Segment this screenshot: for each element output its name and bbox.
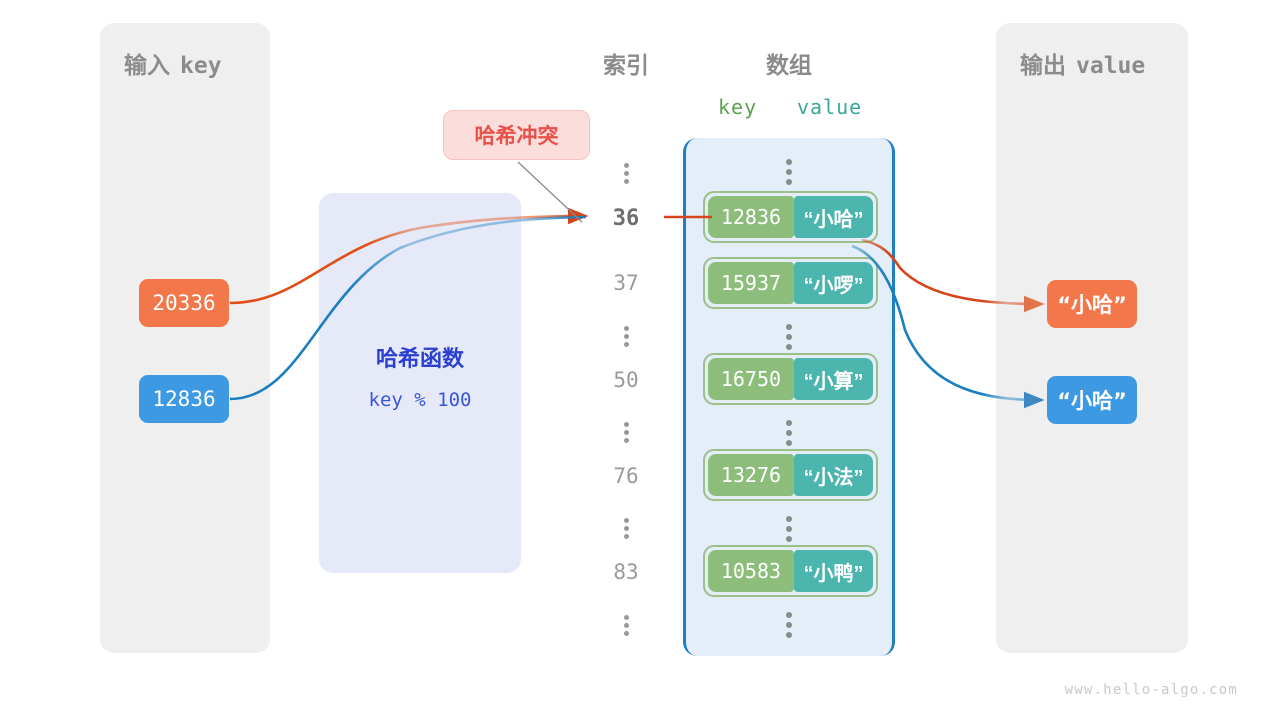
array-entry-key: 12836 <box>708 196 794 238</box>
index-ellipsis-0 <box>592 160 660 187</box>
index-row-37[interactable]: 37 <box>613 271 639 295</box>
array-entry-13276[interactable]: 13276 “小法” <box>703 449 878 501</box>
array-column-header: 数组 <box>766 52 812 78</box>
array-entry-16750[interactable]: 16750 “小算” <box>703 353 878 405</box>
hash-function-box: 哈希函数 key % 100 <box>319 193 521 573</box>
array-entry-value: “小法” <box>793 454 873 496</box>
index-ellipsis-1 <box>592 323 660 350</box>
array-entry-12836[interactable]: 12836 “小哈” <box>703 191 878 243</box>
index-row-36[interactable]: 36 <box>612 206 640 231</box>
array-ellipsis-4 <box>686 608 892 642</box>
index-column-header: 索引 <box>603 52 649 78</box>
output-panel-title-mono: value <box>1076 53 1146 79</box>
index-row-76[interactable]: 76 <box>613 464 639 488</box>
input-panel-title-mono: key <box>180 53 222 79</box>
input-key-20336[interactable]: 20336 <box>139 279 229 327</box>
index-row-50[interactable]: 50 <box>613 368 639 392</box>
array-container: 12836 “小哈” 15937 “小啰” 16750 “小算” 13276 “… <box>683 138 895 656</box>
input-panel-title: 输入 key <box>124 46 222 80</box>
array-entry-value: “小算” <box>793 358 873 400</box>
array-entry-value: “小哈” <box>793 196 873 238</box>
output-panel <box>996 23 1188 653</box>
output-value-blue[interactable]: “小哈” <box>1047 376 1137 424</box>
input-panel <box>100 23 270 653</box>
array-entry-key: 16750 <box>708 358 794 400</box>
array-entry-15937[interactable]: 15937 “小啰” <box>703 257 878 309</box>
array-entry-value: “小啰” <box>793 262 873 304</box>
output-panel-title: 输出 value <box>1020 46 1145 80</box>
index-ellipsis-3 <box>592 515 660 542</box>
input-key-12836[interactable]: 12836 <box>139 375 229 423</box>
input-panel-title-cjk: 输入 <box>124 52 170 78</box>
array-entry-10583[interactable]: 10583 “小鸭” <box>703 545 878 597</box>
array-ellipsis-1 <box>686 320 892 354</box>
array-entry-key: 15937 <box>708 262 794 304</box>
array-subheader-key: key <box>718 95 758 119</box>
array-entry-value: “小鸭” <box>793 550 873 592</box>
index-ellipsis-2 <box>592 419 660 446</box>
array-entry-key: 10583 <box>708 550 794 592</box>
wire-callout-leader <box>517 161 583 223</box>
array-entry-key: 13276 <box>708 454 794 496</box>
index-ellipsis-4 <box>592 612 660 639</box>
watermark: www.hello-algo.com <box>1064 682 1238 698</box>
array-ellipsis-2 <box>686 416 892 450</box>
array-ellipsis-3 <box>686 512 892 546</box>
index-row-83[interactable]: 83 <box>613 560 639 584</box>
array-ellipsis-0 <box>686 155 892 189</box>
output-panel-title-cjk: 输出 <box>1020 52 1066 78</box>
hash-function-expression: key % 100 <box>368 389 472 411</box>
hash-function-title: 哈希函数 <box>375 346 464 371</box>
array-subheader-value: value <box>797 95 863 119</box>
output-value-orange[interactable]: “小哈” <box>1047 280 1137 328</box>
hash-collision-callout[interactable]: 哈希冲突 <box>443 110 590 160</box>
index-column: 36 37 50 76 83 <box>592 138 660 656</box>
